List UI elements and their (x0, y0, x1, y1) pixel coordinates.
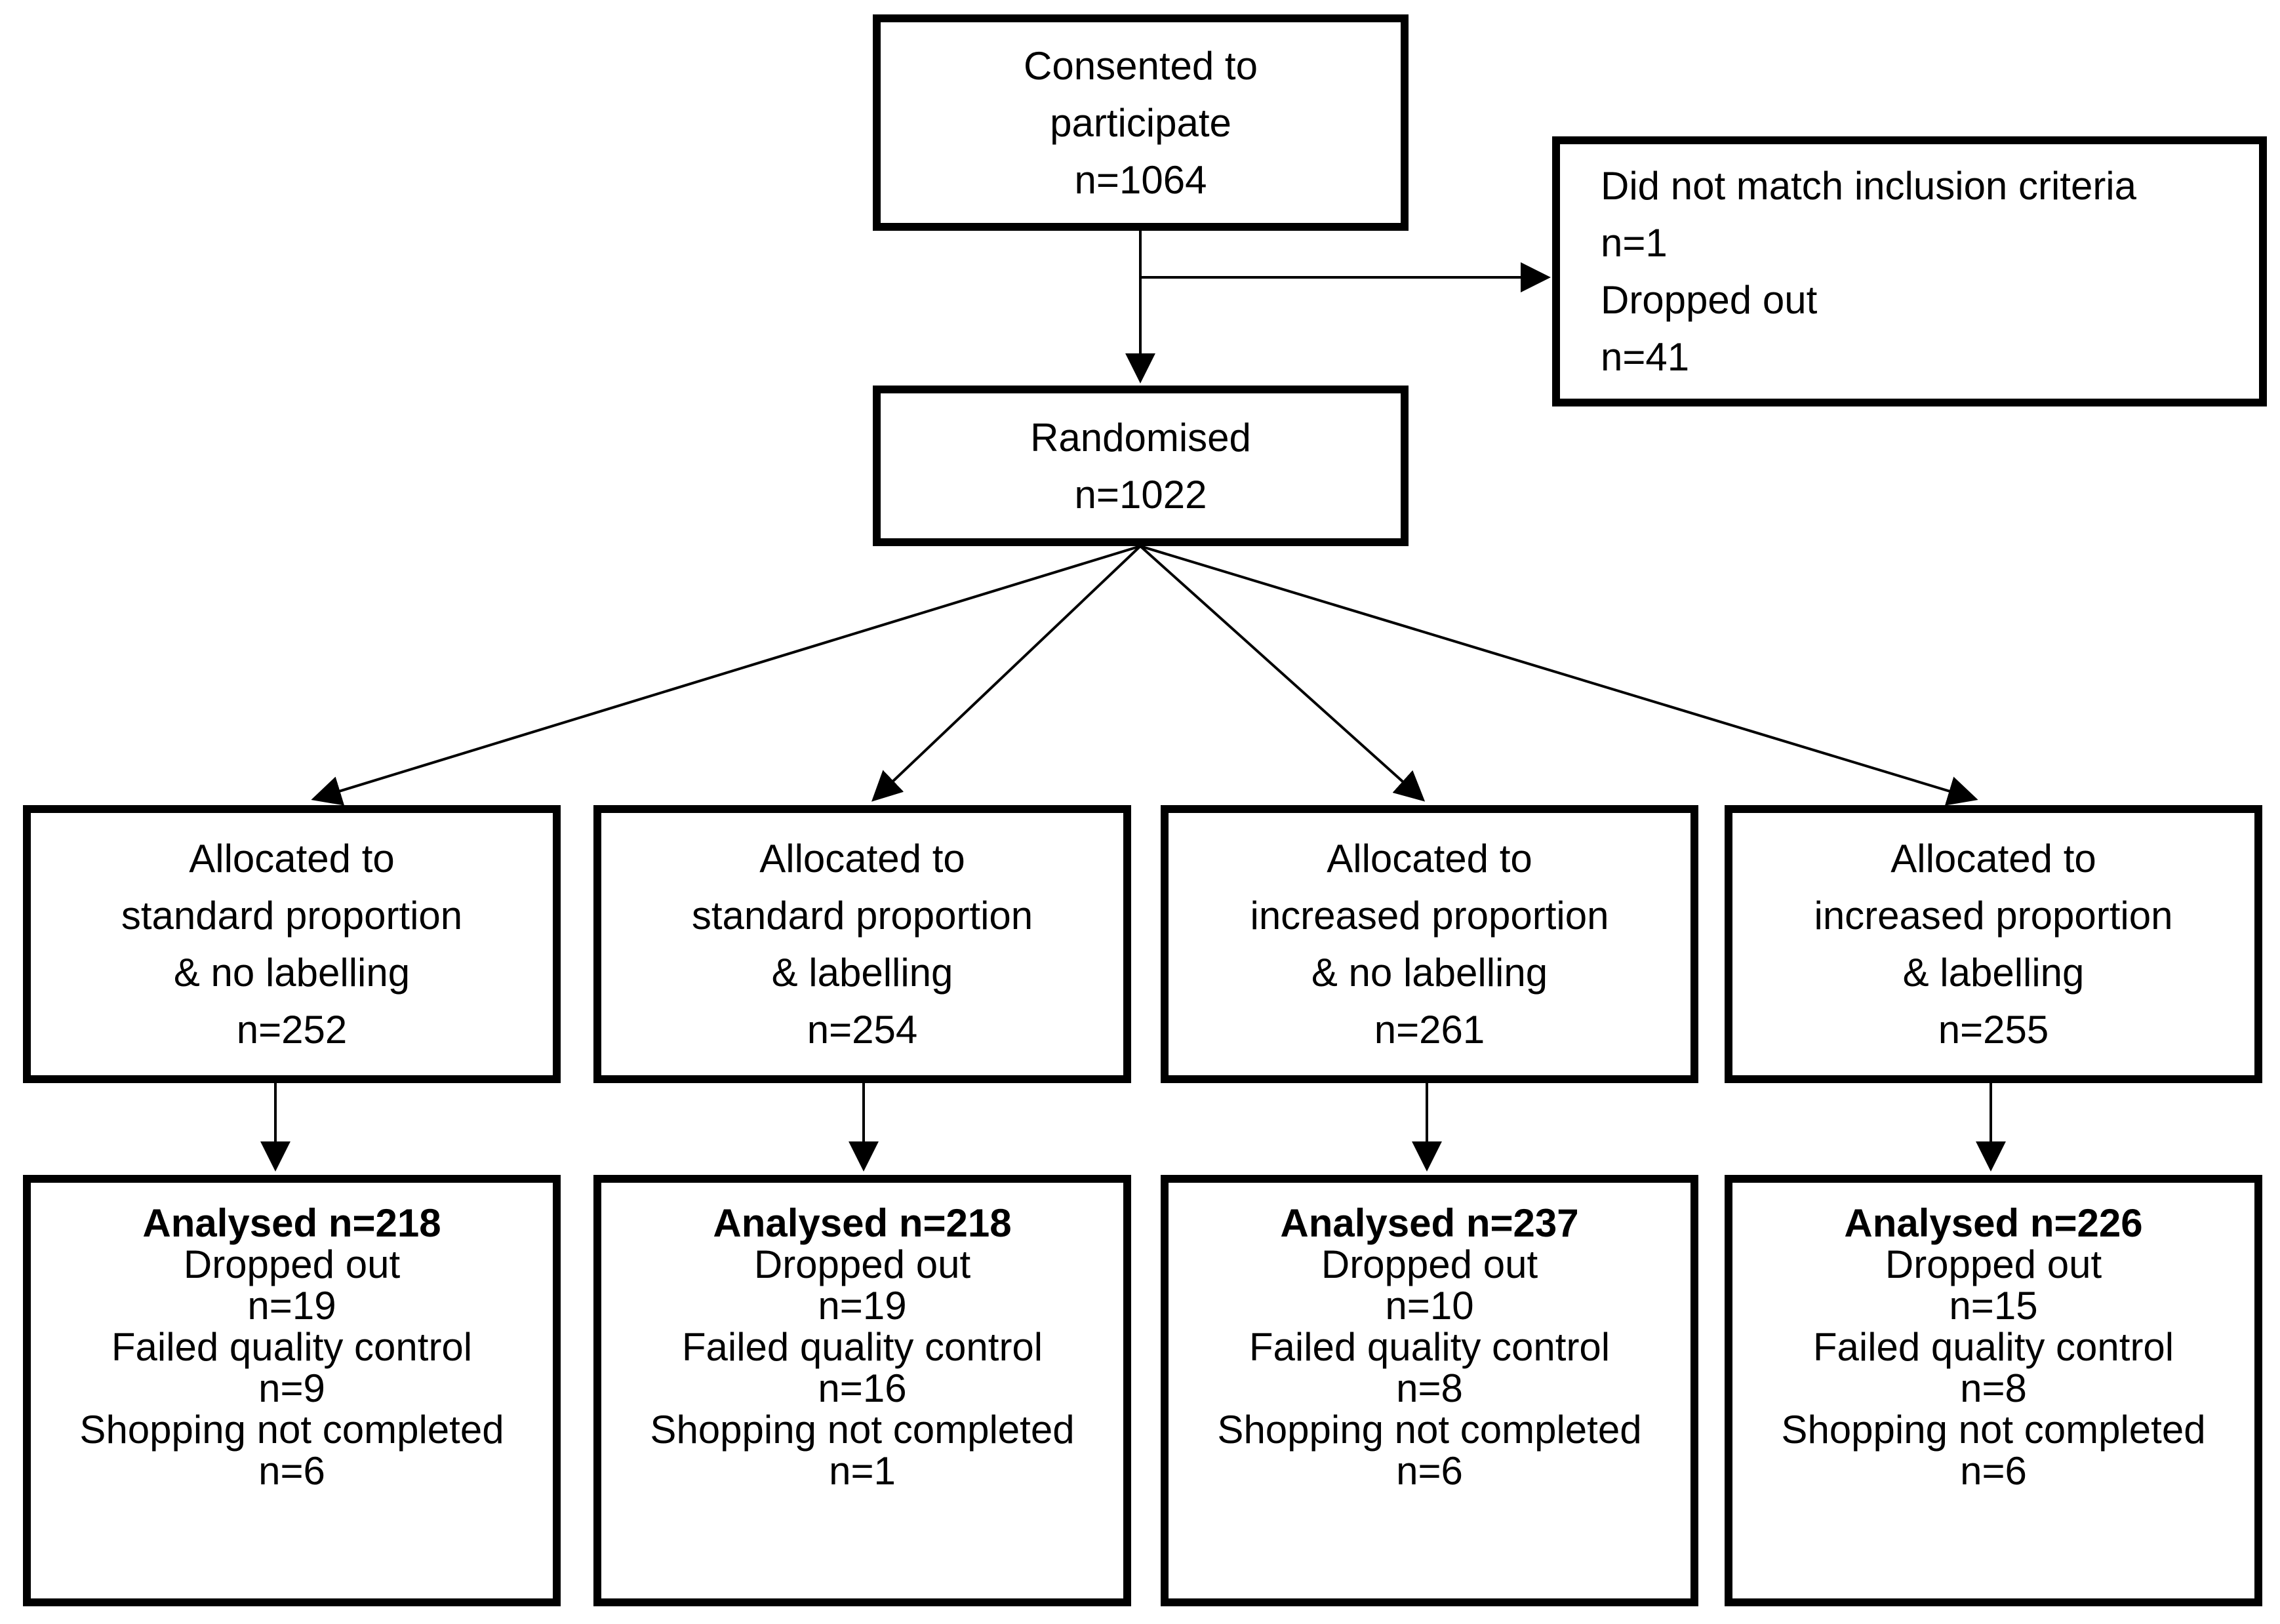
analysis-count: n=8 (1960, 1366, 2027, 1410)
exclusion-reason: Did not match inclusion criteria (1601, 164, 2137, 208)
analysis-box-4: Analysed n=226 Dropped out n=15 Failed q… (1725, 1175, 2262, 1606)
arrow-randomised-to-alloc-1 (311, 545, 1141, 806)
exclusion-count: n=41 (1601, 335, 1690, 379)
allocation-box-3: Allocated to increased proportion & no l… (1161, 805, 1698, 1083)
analysis-box-2: Analysed n=218 Dropped out n=19 Failed q… (593, 1175, 1131, 1606)
allocation-line: standard proportion (691, 894, 1033, 938)
analysed-count: Analysed n=237 (1280, 1201, 1579, 1245)
analysis-line: Shopping not completed (1217, 1408, 1642, 1452)
exclusion-box: Did not match inclusion criteria n=1 Dro… (1552, 136, 2267, 406)
allocation-line: Allocated to (1327, 837, 1532, 881)
analysis-line: Dropped out (183, 1242, 401, 1286)
analysis-count: n=6 (1396, 1449, 1463, 1493)
allocation-box-4: Allocated to increased proportion & labe… (1725, 805, 2262, 1083)
allocation-line: & labelling (771, 951, 953, 995)
allocation-count: n=255 (1938, 1008, 2049, 1052)
allocation-box-2: Allocated to standard proportion & label… (593, 805, 1131, 1083)
allocation-count: n=254 (807, 1008, 918, 1052)
analysed-count: Analysed n=218 (713, 1201, 1012, 1245)
exclusion-reason: Dropped out (1601, 278, 1818, 322)
analysis-line: Failed quality control (111, 1325, 473, 1369)
analysis-line: Dropped out (1321, 1242, 1538, 1286)
analysis-box-3: Analysed n=237 Dropped out n=10 Failed q… (1161, 1175, 1698, 1606)
allocation-line: Allocated to (1890, 837, 2096, 881)
exclusion-count: n=1 (1601, 221, 1668, 265)
analysis-line: Failed quality control (1812, 1325, 2174, 1369)
allocation-line: & no labelling (173, 951, 410, 995)
arrow-randomised-to-alloc-4 (1140, 545, 1978, 806)
allocation-count: n=252 (236, 1008, 348, 1052)
analysis-line: Dropped out (753, 1242, 971, 1286)
randomised-count: n=1022 (1074, 472, 1207, 517)
analysis-count: n=8 (1396, 1366, 1463, 1410)
arrow-randomised-to-alloc-2 (871, 545, 1142, 802)
allocation-line: & labelling (1902, 951, 2085, 995)
analysis-count: n=19 (818, 1284, 907, 1328)
analysis-count: n=15 (1949, 1284, 2038, 1328)
consent-line: Consented to (1024, 43, 1258, 88)
analysis-count: n=19 (247, 1284, 336, 1328)
arrow-randomised-to-alloc-3 (1139, 545, 1426, 802)
analysis-line: Shopping not completed (650, 1408, 1075, 1452)
allocation-line: Allocated to (759, 837, 965, 881)
consent-box: Consented to participate n=1064 (873, 14, 1409, 231)
analysed-count: Analysed n=218 (142, 1201, 441, 1245)
allocation-line: increased proportion (1250, 894, 1609, 938)
analysis-line: Dropped out (1885, 1242, 2102, 1286)
analysis-count: n=6 (1960, 1449, 2027, 1493)
analysis-count: n=6 (258, 1449, 325, 1493)
analysis-box-1: Analysed n=218 Dropped out n=19 Failed q… (23, 1175, 561, 1606)
allocation-line: increased proportion (1814, 894, 2173, 938)
allocation-box-1: Allocated to standard proportion & no la… (23, 805, 561, 1083)
allocation-line: & no labelling (1311, 951, 1548, 995)
randomised-box: Randomised n=1022 (873, 386, 1409, 546)
consent-count: n=1064 (1074, 157, 1207, 202)
analysis-line: Shopping not completed (1781, 1408, 2206, 1452)
randomised-label: Randomised (1030, 415, 1251, 460)
allocation-line: Allocated to (189, 837, 395, 881)
allocation-count: n=261 (1374, 1008, 1485, 1052)
consent-line: participate (1050, 100, 1231, 145)
analysis-count: n=1 (829, 1449, 896, 1493)
analysis-count: n=10 (1385, 1284, 1474, 1328)
allocation-line: standard proportion (121, 894, 463, 938)
analysis-count: n=16 (818, 1366, 907, 1410)
analysis-line: Failed quality control (1249, 1325, 1610, 1369)
analysed-count: Analysed n=226 (1844, 1201, 2143, 1245)
analysis-line: Shopping not completed (79, 1408, 504, 1452)
analysis-count: n=9 (258, 1366, 325, 1410)
analysis-line: Failed quality control (681, 1325, 1043, 1369)
